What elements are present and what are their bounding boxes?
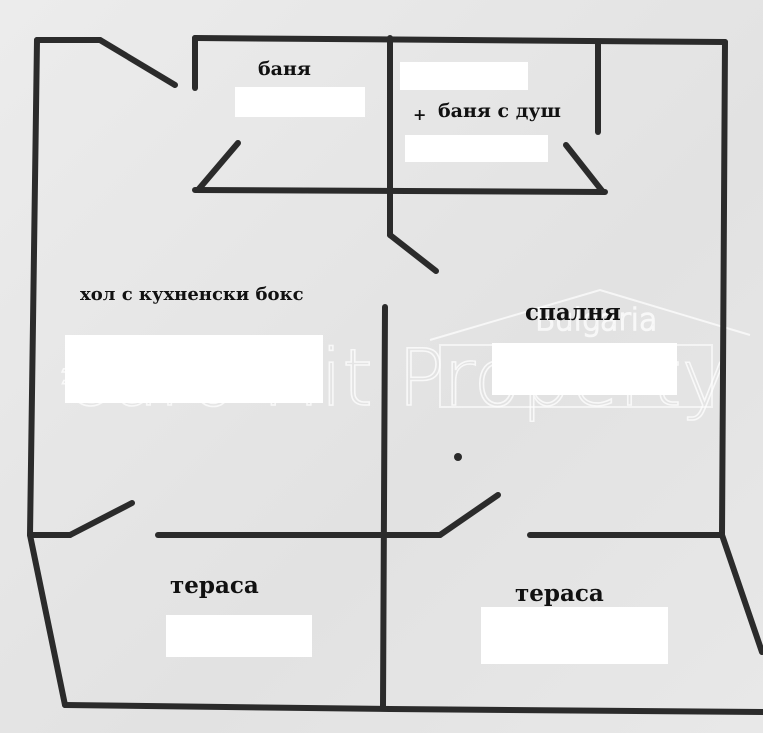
room-label-living-kitchen: хол с кухненски бокс [80, 284, 304, 305]
door-terrace-right [437, 492, 501, 538]
door-bath [195, 140, 241, 193]
point-marker [454, 453, 462, 461]
terrace-left-edge [27, 532, 68, 708]
svg-text:Bulgaria: Bulgaria [535, 303, 657, 338]
door-terrace-left [67, 500, 135, 538]
terrace-right-edge [719, 532, 763, 655]
terrace-bottom-right [387, 706, 763, 715]
terrace-bottom-left [62, 702, 393, 712]
room-label-terrace-right: тераса [515, 580, 604, 607]
wall-top [192, 35, 728, 45]
door-shower-bath [563, 142, 606, 195]
redactions [65, 62, 677, 664]
room-label-bedroom: спалня [525, 299, 621, 326]
wall-bath-bottom [192, 187, 608, 195]
room-label-bathroom: баня [258, 58, 311, 80]
wall-right [719, 39, 728, 538]
door-entrance [97, 37, 178, 88]
wall-center [380, 304, 388, 709]
wall-left [27, 37, 40, 538]
room-label-shower-bathroom: баня с душ [438, 100, 561, 122]
plus-marker: + [413, 105, 426, 124]
room-label-terrace-left: тераса [170, 572, 259, 599]
walls [27, 35, 763, 715]
door-bedroom [387, 232, 439, 274]
